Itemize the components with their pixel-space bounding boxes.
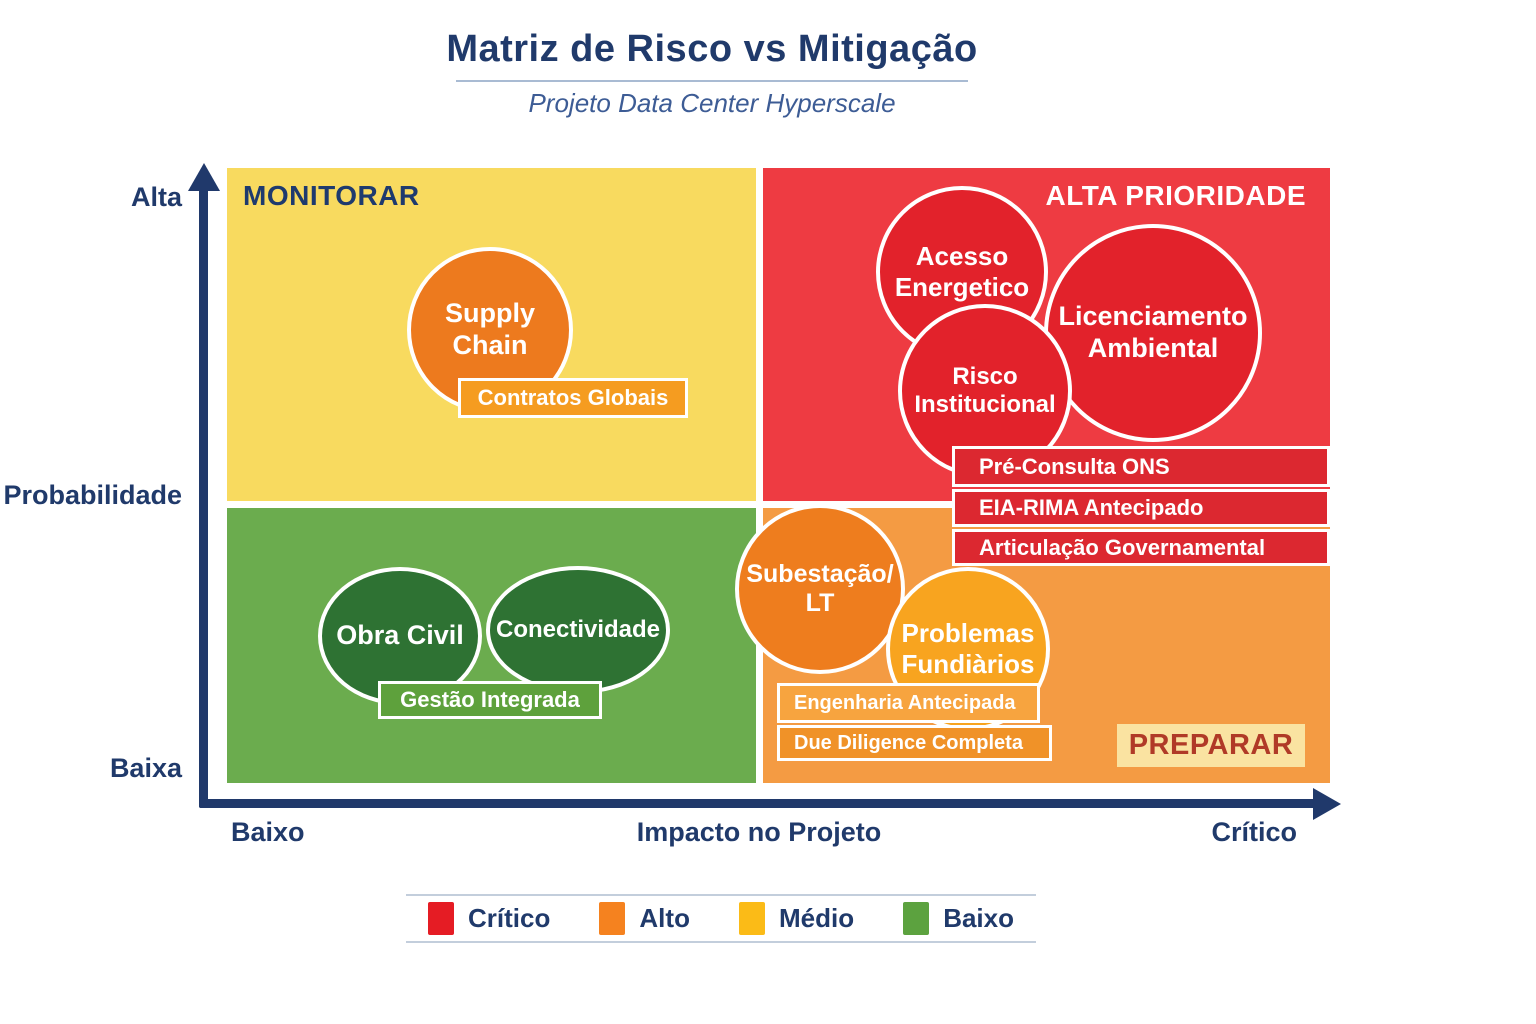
y-axis-arrow-icon [188,163,220,191]
mitigation-box-articulacao-governamental: Articulação Governamental [952,529,1330,566]
quadrant-monitorar-label: MONITORAR [243,180,420,211]
risk-bubble-licenciamento-ambiental: Licenciamento Ambiental [1044,224,1262,442]
legend-label-alto: Alto [639,903,690,933]
mitigation-box-contratos-globais: Contratos Globais [458,378,688,418]
x-axis-min-label: Baixo [231,817,305,847]
x-axis-arrow-icon [1313,788,1341,820]
legend-label-baixo: Baixo [943,903,1014,933]
page-subtitle: Projeto Data Center Hyperscale [528,88,896,118]
legend-swatch-baixo [903,902,930,935]
risk-bubble-subestacao-lt: Subestação/ LT [735,504,905,674]
legend-swatch-medio [739,902,766,935]
legend-item-medio: Médio [739,902,854,935]
risk-bubble-conectividade: Conectividade [486,566,670,694]
mitigation-box-pre-consulta-ons: Pré-Consulta ONS [952,446,1330,487]
x-axis-max-label: Crítico [1211,817,1297,847]
chart-header: Matriz de Risco vs Mitigação Projeto Dat… [200,28,1224,119]
y-axis-min-label: Baixa [109,753,182,783]
y-axis-max-label: Alta [130,182,182,212]
preparar-badge: PREPARAR [1117,724,1305,767]
mitigation-box-due-diligence-completa: Due Diligence Completa [777,725,1052,761]
mitigation-box-engenharia-antecipada: Engenharia Antecipada [777,683,1040,723]
legend-item-baixo: Baixo [903,902,1014,935]
y-axis-line [199,180,208,808]
y-axis-title: Probabilidade [3,480,182,510]
legend-swatch-critico [428,902,454,935]
legend-item-critico: Crítico [428,902,550,935]
page-title: Matriz de Risco vs Mitigação [446,28,978,70]
mitigation-box-gestao-integrada: Gestão Integrada [378,681,602,719]
x-axis-line [199,799,1319,808]
x-axis-title: Impacto no Projeto [636,817,882,847]
legend: Crítico Alto Médio Baixo [406,894,1036,943]
legend-swatch-alto [599,902,626,935]
quadrant-alta-prioridade-label: ALTA PRIORIDADE [1045,180,1306,211]
legend-label-critico: Crítico [468,903,551,933]
legend-label-medio: Médio [779,903,855,933]
mitigation-box-eia-rima-antecipado: EIA-RIMA Antecipado [952,489,1330,527]
title-divider [456,80,968,82]
legend-item-alto: Alto [599,902,690,935]
